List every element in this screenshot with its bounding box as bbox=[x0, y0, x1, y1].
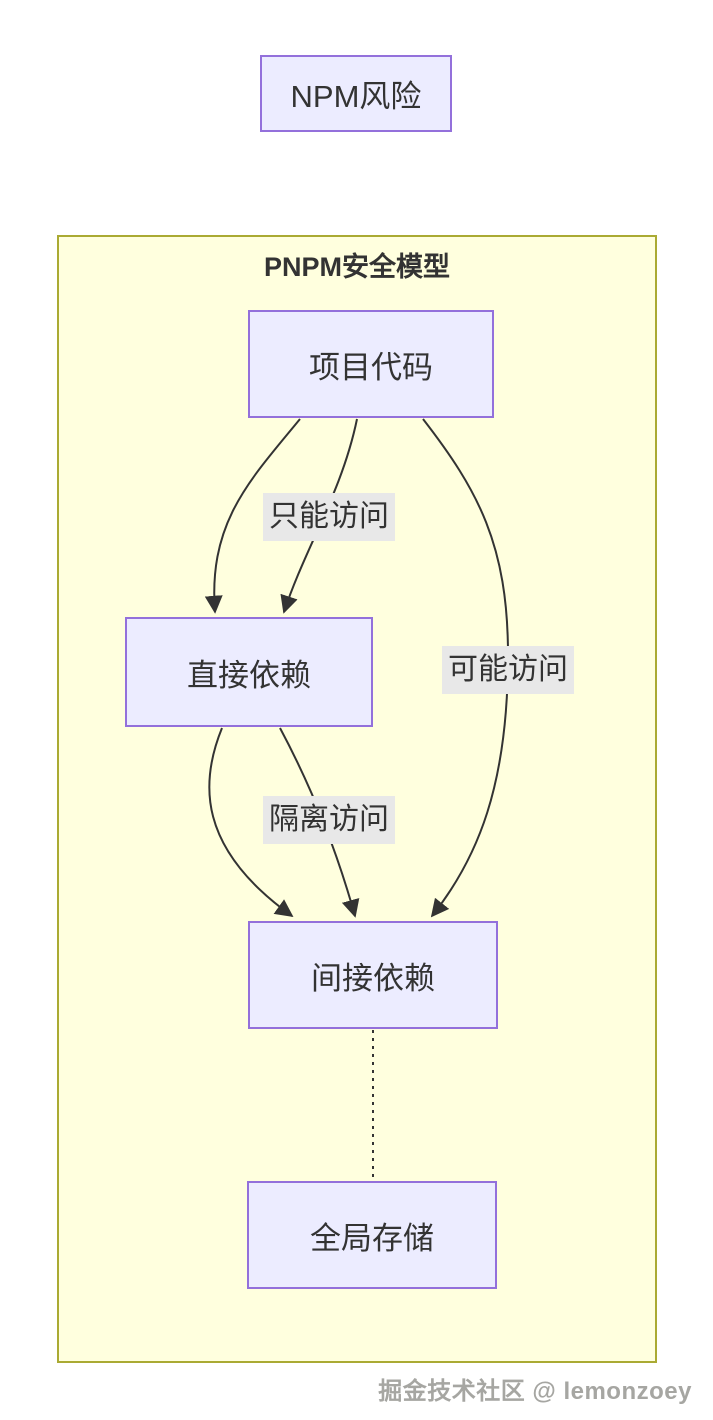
node-direct-deps-label: 直接依赖 bbox=[187, 657, 311, 693]
node-global-store: 全局存储 bbox=[247, 1181, 497, 1289]
node-npm-risk: NPM风险 bbox=[260, 55, 452, 132]
node-indirect-deps: 间接依赖 bbox=[248, 921, 498, 1029]
node-indirect-deps-label: 间接依赖 bbox=[311, 960, 435, 996]
edge-direct-to-indirect-1 bbox=[208, 727, 294, 918]
watermark: 掘金技术社区 @ lemonzoey bbox=[378, 1378, 692, 1405]
node-global-store-label: 全局存储 bbox=[310, 1220, 434, 1256]
node-project-code: 项目代码 bbox=[248, 310, 494, 418]
edge-label-only-access: 只能访问 bbox=[263, 493, 395, 541]
node-project-code-label: 项目代码 bbox=[309, 349, 433, 385]
edge-label-isolated-access: 隔离访问 bbox=[263, 796, 395, 844]
node-direct-deps: 直接依赖 bbox=[125, 617, 373, 727]
edge-project-to-direct-1 bbox=[204, 418, 301, 614]
node-npm-risk-label: NPM风险 bbox=[290, 79, 422, 114]
subgraph-title: PNPM安全模型 bbox=[263, 252, 450, 282]
edge-label-may-access: 可能访问 bbox=[442, 646, 574, 694]
